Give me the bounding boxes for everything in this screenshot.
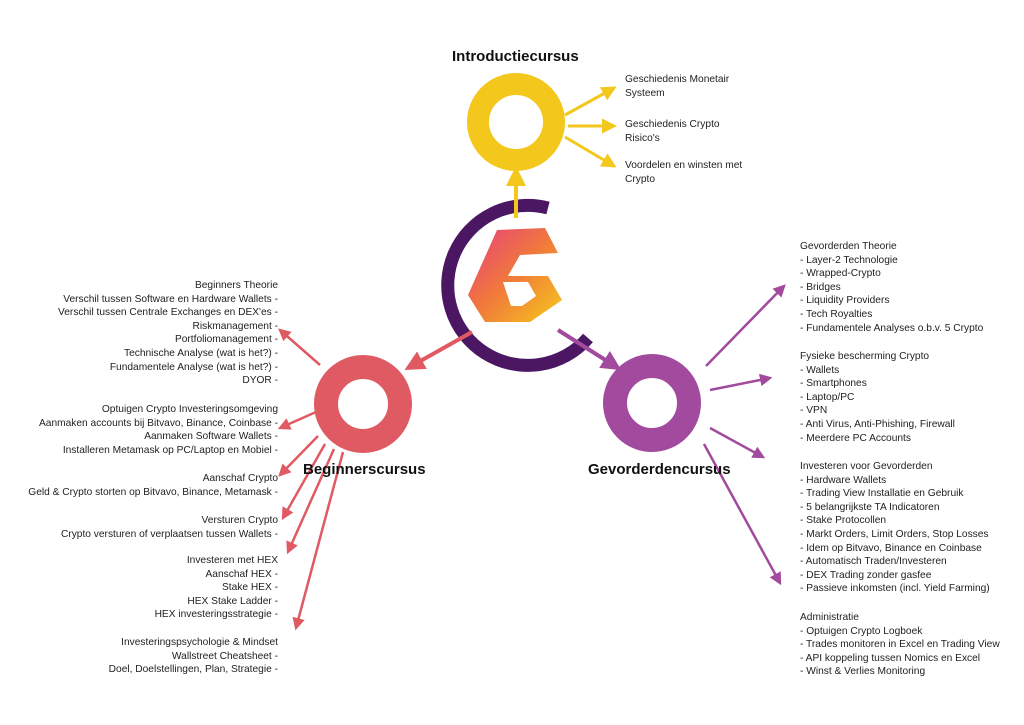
beginner-hex-item: HEX Stake Ladder - xyxy=(187,595,278,607)
beginner-connector-arrow xyxy=(404,330,473,370)
advanced-group-investing: Investeren voor Gevorderden - Hardware W… xyxy=(800,460,990,596)
advanced-arrow-2 xyxy=(709,373,773,392)
beginner-theory-item: Verschil tussen Centrale Exchanges en DE… xyxy=(58,307,278,319)
beginner-arrow-2 xyxy=(277,410,317,430)
intro-item-2-line-2: Risico's xyxy=(625,132,660,144)
intro-item-1-line-1: Geschiedenis Monetair xyxy=(625,74,730,85)
advanced-investing-item: - Passieve inkomsten (incl. Yield Farmin… xyxy=(800,583,990,595)
beginner-group-send: Versturen Crypto Crypto versturen of ver… xyxy=(61,514,278,541)
beginner-mindset-item: Wallstreet Cheatsheet - xyxy=(171,650,278,662)
intro-circle xyxy=(467,73,565,171)
advanced-administration-item: - Trades monitoren in Excel en Trading V… xyxy=(800,639,1000,651)
advanced-administration-item: - Optuigen Crypto Logboek xyxy=(800,625,923,637)
intro-arrow-3 xyxy=(564,135,617,168)
beginner-arrow-5 xyxy=(286,448,336,555)
advanced-protection-heading: Fysieke bescherming Crypto xyxy=(800,351,930,362)
beginner-theory-item: Portfoliomanagement - xyxy=(174,334,278,346)
advanced-protection-item: - Smartphones xyxy=(800,378,867,390)
advanced-investing-item: - Automatisch Traden/Investeren xyxy=(800,556,947,568)
beginner-theory-item: Technische Analyse (wat is het?) - xyxy=(123,347,278,359)
advanced-circle xyxy=(603,354,701,452)
advanced-theory-item: - Layer-2 Technologie xyxy=(800,254,898,266)
beginner-theory-item: DYOR - xyxy=(242,375,278,387)
beginner-theory-item: Riskmanagement - xyxy=(192,320,279,332)
beginner-group-theory: Beginners Theorie Verschil tussen Softwa… xyxy=(58,279,278,388)
advanced-investing-item: - Markt Orders, Limit Orders, Stop Losse… xyxy=(800,528,989,540)
advanced-investing-item: - Stake Protocollen xyxy=(800,515,887,527)
advanced-title: Gevorderdencursus xyxy=(588,461,731,478)
advanced-investing-heading: Investeren voor Gevorderden xyxy=(800,461,933,472)
advanced-administration-item: - API koppeling tussen Nomics en Excel xyxy=(800,652,981,664)
beginner-theory-heading: Beginners Theorie xyxy=(194,280,278,291)
beginner-purchase-item: Geld & Crypto storten op Bitvavo, Binanc… xyxy=(28,486,278,498)
intro-item-1: Geschiedenis Monetair Systeem xyxy=(625,73,729,100)
advanced-protection-item: - Anti Virus, Anti-Phishing, Firewall xyxy=(800,418,955,430)
beginner-setup-item: Aanmaken accounts bij Bitvavo, Binance, … xyxy=(39,417,278,429)
beginner-hex-item: Stake HEX - xyxy=(221,582,278,594)
advanced-arrow-4 xyxy=(702,443,782,586)
intro-item-1-line-2: Systeem xyxy=(625,87,665,99)
advanced-administration-item: - Winst & Verlies Monitoring xyxy=(800,666,926,678)
advanced-protection-item: - Wallets xyxy=(800,364,840,376)
advanced-administration-heading: Administratie xyxy=(800,612,859,623)
advanced-arrow-3 xyxy=(709,426,766,459)
intro-item-2-line-1: Geschiedenis Crypto xyxy=(625,119,720,130)
advanced-protection-item: - Laptop/PC xyxy=(800,391,855,403)
beginner-mindset-item: Doel, Doelstellingen, Plan, Strategie - xyxy=(108,664,278,676)
beginner-hex-item: Aanschaf HEX - xyxy=(205,568,278,580)
advanced-connector-arrow xyxy=(556,328,622,371)
beginner-arrow-3 xyxy=(278,435,319,477)
beginner-group-mindset: Investeringspsychologie & Mindset Wallst… xyxy=(109,636,278,677)
advanced-theory-item: - Tech Royalties xyxy=(800,308,873,320)
advanced-group-protection: Fysieke bescherming Crypto - Wallets - S… xyxy=(800,350,955,445)
beginner-setup-item: Aanmaken Software Wallets - xyxy=(144,431,278,443)
advanced-theory-heading: Gevorderden Theorie xyxy=(800,241,897,252)
advanced-theory-item: - Wrapped-Crypto xyxy=(800,268,881,280)
advanced-investing-item: - DEX Trading zonder gasfee xyxy=(800,569,932,581)
beginner-theory-item: Verschil tussen Software en Hardware Wal… xyxy=(63,293,278,305)
beginner-arrow-1 xyxy=(278,328,321,366)
beginner-setup-item: Installeren Metamask op PC/Laptop en Mob… xyxy=(62,444,278,456)
beginner-group-setup: Optuigen Crypto Investeringsomgeving Aan… xyxy=(39,403,278,457)
advanced-theory-item: - Liquidity Providers xyxy=(800,295,890,307)
beginner-title: Beginnerscursus xyxy=(303,461,426,478)
advanced-arrow-1 xyxy=(705,284,786,367)
advanced-group-administration: Administratie - Optuigen Crypto Logboek … xyxy=(800,611,1000,679)
intro-title: Introductiecursus xyxy=(452,48,579,65)
beginner-arrow-4 xyxy=(281,443,327,521)
intro-item-2: Geschiedenis Crypto Risico's xyxy=(625,118,720,145)
intro-item-3-line-1: Voordelen en winsten met xyxy=(625,160,743,171)
advanced-investing-item: - Idem op Bitvavo, Binance en Coinbase xyxy=(800,542,982,554)
advanced-investing-item: - 5 belangrijkste TA Indicatoren xyxy=(800,501,940,513)
advanced-theory-item: - Bridges xyxy=(800,281,841,293)
beginner-hex-item: HEX investeringsstrategie - xyxy=(154,609,278,621)
center-logo xyxy=(441,198,593,372)
beginner-mindset-heading: Investeringspsychologie & Mindset xyxy=(121,637,278,648)
beginner-send-item: Crypto versturen of verplaatsen tussen W… xyxy=(60,528,278,540)
advanced-investing-item: - Trading View Installatie en Gebruik xyxy=(800,488,964,500)
beginner-group-hex: Investeren met HEX Aanschaf HEX - Stake … xyxy=(155,554,278,622)
advanced-theory-item: - Fundamentele Analyses o.b.v. 5 Crypto xyxy=(800,322,984,334)
advanced-group-theory: Gevorderden Theorie - Layer-2 Technologi… xyxy=(800,240,983,335)
beginner-theory-item: Fundamentele Analyse (wat is het?) - xyxy=(109,361,278,373)
advanced-protection-item: - Meerdere PC Accounts xyxy=(800,432,911,444)
advanced-protection-item: - VPN xyxy=(800,405,828,417)
intro-item-3-line-2: Crypto xyxy=(625,173,656,185)
beginner-circle xyxy=(314,355,412,453)
beginner-send-heading: Versturen Crypto xyxy=(201,515,278,526)
intro-arrow-1 xyxy=(564,86,617,117)
beginner-purchase-heading: Aanschaf Crypto xyxy=(202,473,278,484)
beginner-setup-heading: Optuigen Crypto Investeringsomgeving xyxy=(101,404,278,415)
intro-item-3: Voordelen en winsten met Crypto xyxy=(625,159,742,186)
beginner-arrow-6 xyxy=(292,451,345,631)
beginner-group-purchase: Aanschaf Crypto Geld & Crypto storten op… xyxy=(28,472,278,499)
advanced-investing-item: - Hardware Wallets xyxy=(800,474,887,486)
beginner-hex-heading: Investeren met HEX xyxy=(186,555,278,566)
